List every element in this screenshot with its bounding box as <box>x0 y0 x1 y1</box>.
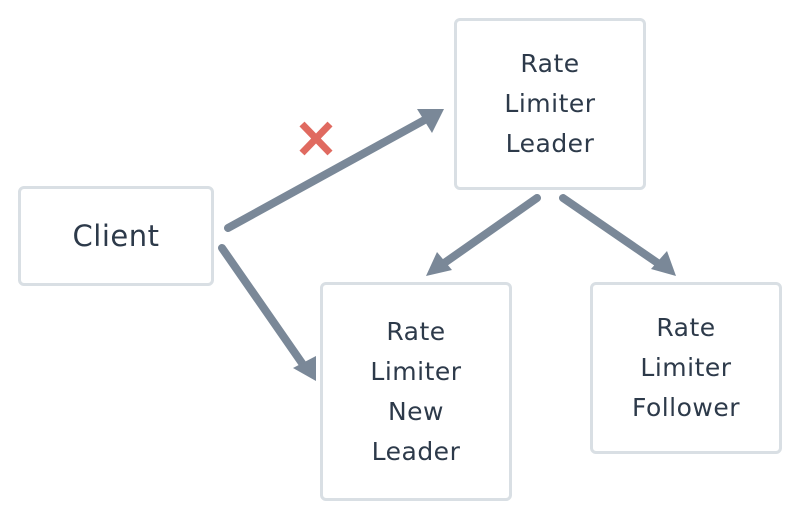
rate-limiter-leader-label: Rate Limiter Leader <box>504 44 595 164</box>
label-line: Rate <box>656 313 716 342</box>
edge-leader-to-follower <box>559 194 676 276</box>
label-line: Rate <box>386 316 446 346</box>
client-node: Client <box>18 186 214 286</box>
rate-limiter-follower-node: Rate Limiter Follower <box>590 282 782 454</box>
label-line: Limiter <box>370 356 462 386</box>
cross-icon <box>299 121 333 156</box>
edge-client-to-new-leader <box>218 244 316 381</box>
rate-limiter-follower-label: Rate Limiter Follower <box>632 308 740 428</box>
label-line: Rate <box>520 49 580 78</box>
label-line: Limiter <box>504 89 596 118</box>
client-label-line: Client <box>72 219 160 253</box>
rate-limiter-new-leader-node: Rate Limiter New Leader <box>320 282 512 501</box>
label-line: Leader <box>505 129 595 158</box>
label-line: Limiter <box>640 353 732 382</box>
client-label: Client <box>73 216 160 256</box>
label-line: Follower <box>631 393 741 422</box>
edge-leader-to-new-leader <box>426 194 541 276</box>
rate-limiter-new-leader-label: Rate Limiter New Leader <box>370 312 461 472</box>
rate-limiter-leader-node: Rate Limiter Leader <box>454 18 646 190</box>
label-line: Leader <box>371 436 461 466</box>
label-line: New <box>387 396 444 426</box>
edge-client-to-leader <box>224 109 444 232</box>
